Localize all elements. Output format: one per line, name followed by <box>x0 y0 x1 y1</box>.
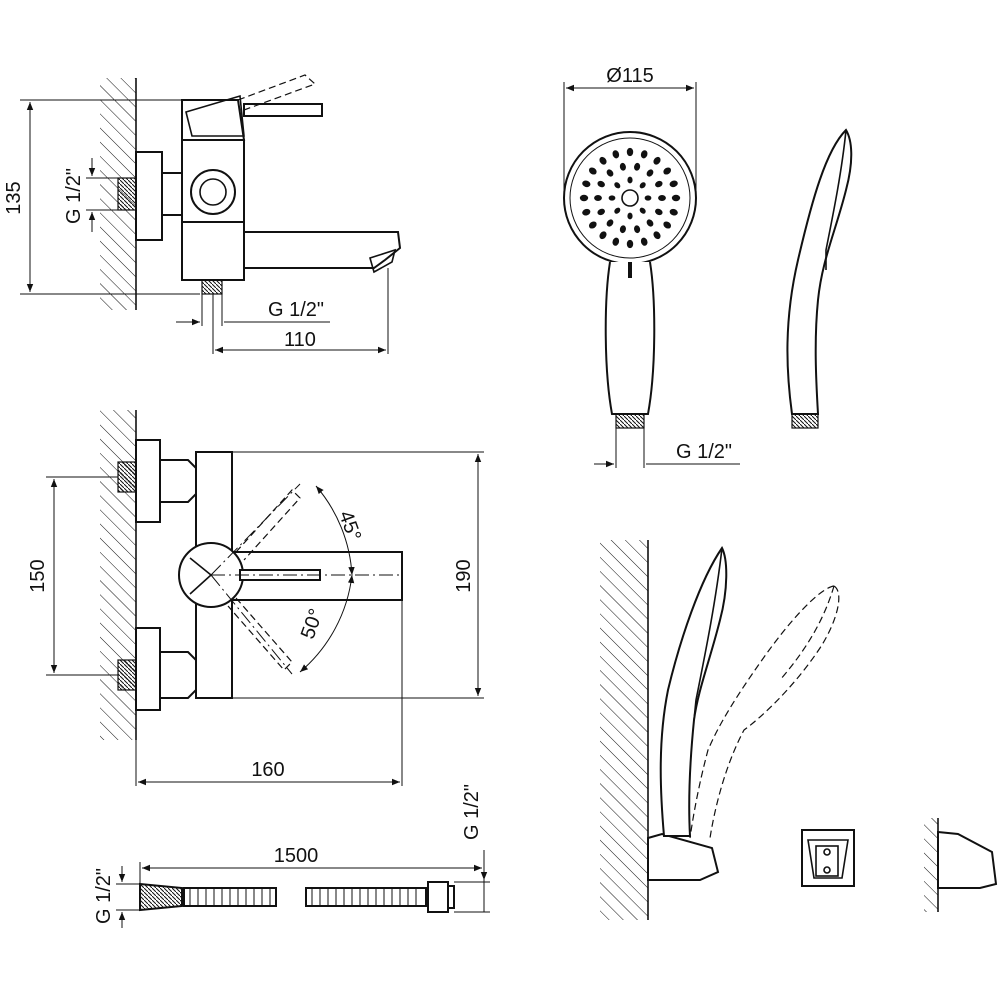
showerhead-handle <box>604 261 656 415</box>
dim-spacing-150: 150 <box>27 559 49 592</box>
dim-width-160: 160 <box>251 759 284 781</box>
nozzle <box>653 156 661 165</box>
dim-hose-1500: 1500 <box>274 845 319 867</box>
nozzle <box>594 195 602 201</box>
nozzle <box>626 147 634 157</box>
dim-inlet-thread: G 1/2" <box>63 168 85 224</box>
wall-hatch-holder <box>600 540 648 920</box>
nozzle <box>608 195 616 201</box>
nozzle <box>588 221 597 229</box>
nozzle <box>582 208 591 216</box>
dim-diameter-115: Ø115 <box>606 65 653 87</box>
dim-showerhead-thread: G 1/2" <box>676 441 732 463</box>
nozzle <box>663 221 672 229</box>
nozzle <box>655 180 663 188</box>
dim-angle-45: 45° <box>334 508 365 544</box>
showerhead-front-view: Ø115 G 1/2" <box>563 65 740 468</box>
showerhead-holder-assembly <box>600 540 840 920</box>
nozzle <box>627 212 633 220</box>
shower-hose: 1500 G 1/2" G 1/2" <box>93 784 490 928</box>
wall-flange <box>135 151 163 241</box>
nozzle <box>599 231 607 240</box>
nozzle <box>579 194 589 202</box>
nozzle <box>606 219 614 227</box>
nozzle <box>663 167 672 175</box>
nozzle <box>639 182 646 189</box>
nozzle <box>612 150 620 159</box>
dim-angle-50: 50° <box>297 606 328 642</box>
nozzle <box>640 237 648 246</box>
nozzle <box>634 225 641 234</box>
nozzle <box>669 208 678 216</box>
dim-depth-190: 190 <box>453 559 475 592</box>
nozzle <box>671 194 681 202</box>
dim-outlet-thread: G 1/2" <box>268 299 324 321</box>
nozzle <box>597 180 605 188</box>
nozzle <box>606 169 614 177</box>
spout <box>243 231 402 269</box>
nozzle <box>597 208 605 216</box>
nozzle <box>655 208 663 216</box>
holder-side-view <box>924 818 998 912</box>
nozzle <box>612 237 620 246</box>
nozzle <box>653 231 661 240</box>
nozzle <box>669 180 678 188</box>
holder-front-view <box>801 829 855 887</box>
nozzle <box>619 225 626 234</box>
nozzle <box>658 195 666 201</box>
lever-base <box>181 99 246 141</box>
faucet-side-view: 135 G 1/2" G 1/2" 110 <box>3 74 402 354</box>
nozzle <box>646 169 654 177</box>
dim-height-135: 135 <box>3 181 25 214</box>
dim-hose-right-thread: G 1/2" <box>461 784 483 840</box>
nozzle <box>599 156 607 165</box>
dim-hose-left-thread: G 1/2" <box>93 868 115 924</box>
nozzle <box>614 182 621 189</box>
nozzle <box>639 207 646 214</box>
nozzle <box>626 239 634 249</box>
nozzle <box>646 219 654 227</box>
nozzle <box>588 167 597 175</box>
dim-spout-110: 110 <box>284 329 316 351</box>
nozzle <box>582 180 591 188</box>
nozzle <box>614 207 621 214</box>
nozzle <box>640 150 648 159</box>
nozzle <box>627 176 633 184</box>
nozzle <box>634 162 641 171</box>
showerhead-side-view <box>786 128 853 429</box>
nozzle <box>619 162 626 171</box>
faucet-top-view: 45° 50° 150 190 160 <box>27 410 484 786</box>
nozzle <box>644 195 652 201</box>
showerhead-nozzles <box>579 147 681 249</box>
